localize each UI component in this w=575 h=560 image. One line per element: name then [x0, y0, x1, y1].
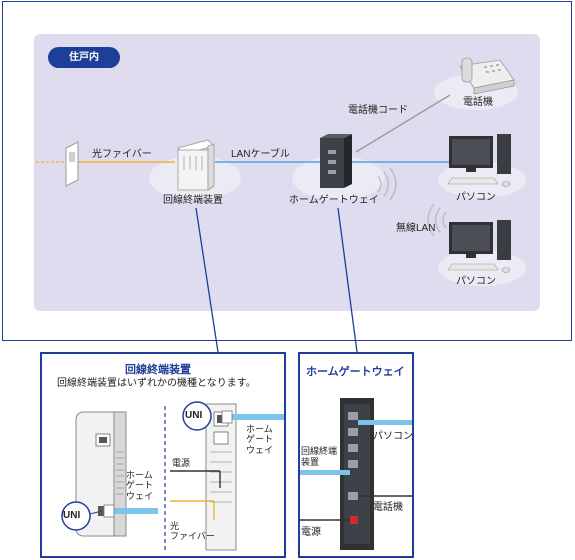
- ont-panel-note: 回線終端装置はいずれかの機種となります。: [57, 378, 256, 389]
- room-tag: 住戸内: [48, 47, 120, 68]
- hgw-phone-label: 電話機: [373, 502, 403, 513]
- ont-panel-title: 回線終端装置: [125, 364, 191, 376]
- power-label-left: 電源: [172, 458, 191, 468]
- ont-model-b-icon: [205, 403, 237, 551]
- fiber-label-left: 光 ファイバー: [170, 521, 215, 542]
- telephone-icon: [459, 57, 515, 95]
- uni-b-label: UNI: [185, 410, 203, 421]
- ont-b-plug: [221, 410, 233, 424]
- ont-label: 回線終端装置: [163, 195, 223, 206]
- ont-a-lan-cable: [110, 508, 158, 514]
- uni-a-badge: [61, 501, 91, 531]
- uni-a-label: UNI: [63, 510, 81, 521]
- hgw-ont-cable: [300, 470, 350, 475]
- fiber-label: 光ファイバー: [92, 149, 152, 160]
- hgw-callout-line: [337, 207, 358, 353]
- hgw-label-a: ホーム ゲート ウェイ: [126, 470, 154, 501]
- ont-a-plug: [103, 504, 115, 518]
- hgw-device-icon: [320, 134, 352, 188]
- hgw-panel-title: ホームゲートウェイ: [306, 366, 405, 378]
- wifi-waves-hgw: [377, 167, 397, 201]
- wall-outlet-icon: [65, 141, 79, 187]
- pc2-label: パソコン: [456, 276, 496, 287]
- ont-device-icon: [177, 139, 215, 191]
- hgw-pc-cable: [358, 420, 412, 425]
- hgw-power-label: 電源: [301, 527, 321, 538]
- uni-a-pointer: [89, 510, 103, 515]
- power-switch-icon: [350, 516, 358, 524]
- hgw-ont-label: 回線終端 装置: [301, 446, 338, 467]
- wifi-waves-pc2: [427, 203, 447, 237]
- lan-cable-label: LANケーブル: [231, 149, 290, 160]
- phone-cord-label: 電話機コード: [348, 105, 408, 116]
- phone-cord-line: [355, 94, 451, 153]
- hgw-pc-label: パソコン: [373, 431, 413, 442]
- hgw-label: ホームゲートウェイ: [289, 195, 379, 206]
- phone-label: 電話機: [463, 97, 493, 108]
- uni-b-badge: [182, 401, 212, 431]
- pc1-icon: [447, 134, 511, 187]
- pc2-icon: [447, 220, 511, 273]
- hgw-label-b: ホーム ゲート ウェイ: [246, 424, 274, 455]
- pc1-label: パソコン: [456, 192, 496, 203]
- ont-b-lan-cable: [228, 414, 284, 420]
- ont-callout-line: [195, 207, 219, 353]
- wireless-lan-label: 無線LAN: [396, 223, 436, 234]
